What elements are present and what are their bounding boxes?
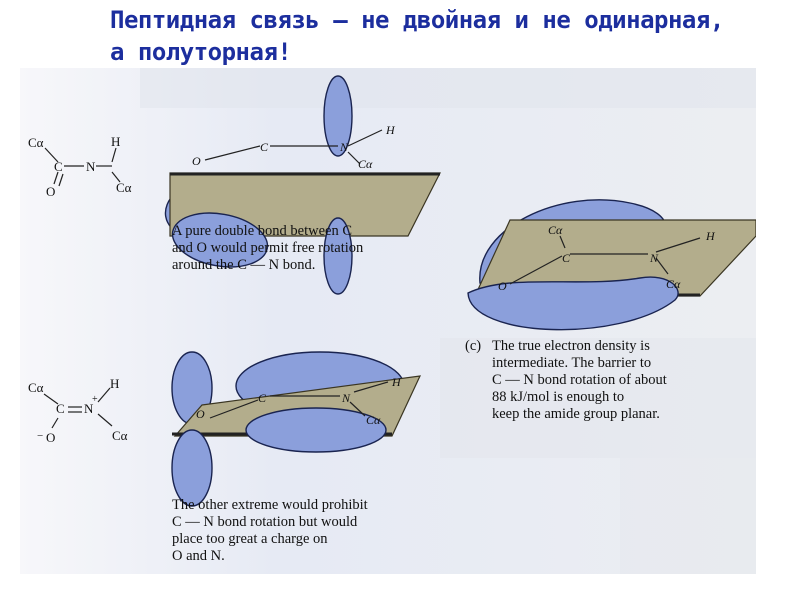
atom-ca-1: Cα	[28, 380, 44, 395]
top-plane-o: O	[192, 154, 201, 168]
atom-ca-1: Cα	[28, 135, 44, 150]
structure-charged-form-labels: Cα C N + H Cα O −	[28, 376, 128, 445]
right-amide-plane	[474, 219, 756, 297]
atom-n: N	[86, 159, 96, 174]
atom-c: C	[54, 159, 63, 174]
atom-o: O	[46, 184, 55, 199]
faded-header-band	[140, 68, 756, 108]
right-plane-ca: Cα	[666, 277, 681, 291]
title-line-2: а полуторная!	[110, 38, 292, 66]
top-plane-ca: Cα	[358, 157, 373, 171]
n-p-orbital-upper	[323, 75, 353, 157]
right-orbital-model: Cα C N O H Cα	[467, 199, 756, 331]
faded-text-band-2	[620, 458, 756, 574]
top-orbital-model: O C N H Cα	[164, 75, 441, 295]
n-p-orbital-lower	[323, 217, 353, 295]
structure-charged-form	[43, 387, 113, 429]
right-plane-o: O	[498, 279, 507, 293]
bottom-plane-o: O	[196, 407, 205, 421]
slide-title: Пептидная связь – не двойная и не одинар…	[110, 4, 790, 68]
o-p-orbital-lower	[171, 429, 213, 507]
peptide-bond-diagram: Cα C N H Cα O O C N H	[20, 68, 756, 574]
bottom-plane-n: N	[341, 391, 351, 405]
top-plane-c: C	[260, 140, 269, 154]
atom-h: H	[110, 376, 119, 391]
caption-letter-c: (c)	[465, 338, 482, 354]
top-plane-n: N	[339, 140, 349, 154]
bottom-plane-c: C	[258, 391, 267, 405]
bottom-pi-lobe-lower	[245, 407, 387, 453]
top-pi-lobe-lower	[171, 212, 269, 268]
atom-ca-2: Cα	[112, 428, 128, 443]
right-plane-h: H	[705, 229, 716, 243]
atom-o: O	[46, 430, 55, 445]
right-plane-ca-top: Cα	[548, 223, 563, 237]
bottom-orbital-model: O C N H Cα	[171, 351, 422, 507]
bottom-plane-h: H	[391, 375, 402, 389]
bottom-plane-ca: Cα	[366, 413, 381, 427]
bottom-plane-bonds	[209, 381, 389, 419]
caption-charged-form: The other extreme would prohibit C — N b…	[172, 497, 368, 564]
title-line-1: Пептидная связь – не двойная и не одинар…	[110, 6, 724, 34]
right-plane-bonds	[509, 235, 701, 285]
atom-n: N	[84, 401, 94, 416]
caption-double-bond: A pure double bond between C and O would…	[172, 223, 364, 273]
atom-c: C	[56, 401, 65, 416]
right-delocalized-lobe-lower	[467, 276, 679, 331]
atom-ca-2: Cα	[116, 180, 132, 195]
faded-text-band	[440, 338, 756, 458]
top-plane-bonds	[204, 129, 383, 165]
right-plane-n: N	[649, 251, 659, 265]
charge-minus: −	[37, 430, 43, 442]
structure-double-bond	[44, 147, 121, 187]
atom-h: H	[111, 134, 120, 149]
top-plane-h: H	[385, 123, 396, 137]
right-plane-c: C	[562, 251, 571, 265]
caption-true-structure: The true electron density is intermediat…	[492, 338, 667, 422]
page-background	[20, 68, 756, 574]
structure-double-bond-labels: Cα C N H Cα O	[28, 134, 132, 199]
textbook-figure: Cα C N H Cα O O C N H	[20, 68, 756, 574]
charge-plus: +	[92, 394, 98, 405]
